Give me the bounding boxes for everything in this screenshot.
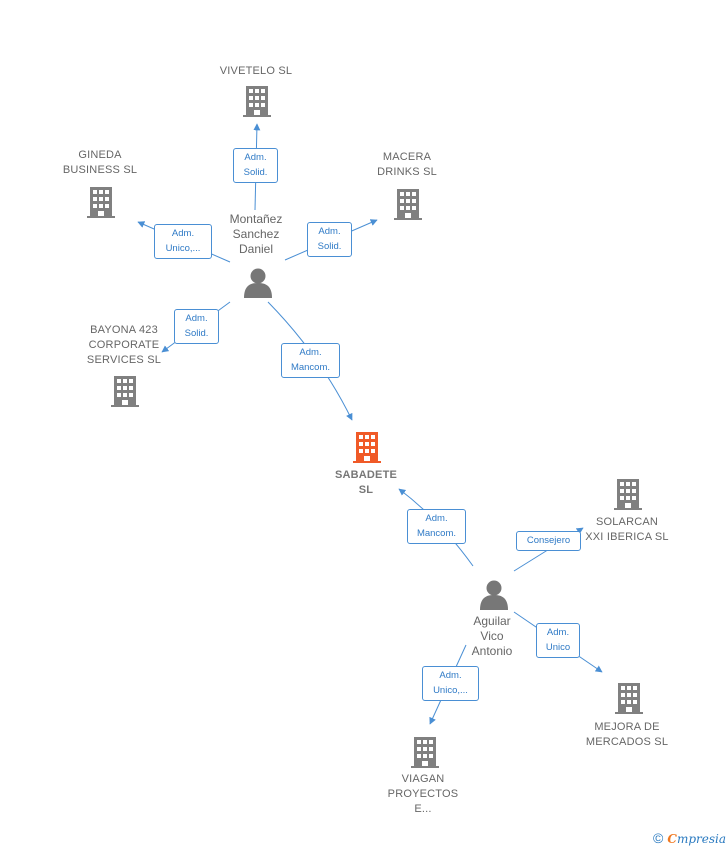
company-name-line: MACERA xyxy=(382,151,432,163)
role-line: Unico xyxy=(545,642,571,653)
role-line: Adm. xyxy=(425,513,448,524)
company-name-line: MEJORA DE xyxy=(594,721,660,733)
person-icon[interactable] xyxy=(244,268,272,299)
edge-label-aguilar-sabadete[interactable]: Adm. Mancom. xyxy=(407,509,466,544)
company-name-line: BUSINESS SL xyxy=(62,164,138,176)
edge-label-montanez-macera[interactable]: Adm. Solid. xyxy=(307,222,352,257)
company-name-line: PROYECTOS xyxy=(387,788,459,800)
person-label-montanez[interactable]: Montañez Sanchez Daniel xyxy=(206,212,306,257)
building-icon[interactable] xyxy=(394,189,422,220)
edge-label-aguilar-solarcan[interactable]: Consejero xyxy=(516,531,581,551)
company-name-line: BAYONA 423 xyxy=(90,324,158,336)
role-line: Adm. xyxy=(299,347,322,358)
role-line: Mancom. xyxy=(416,528,457,539)
brand-name: mpresia xyxy=(676,832,726,846)
person-name-line: Montañez xyxy=(229,212,283,226)
person-name-line: Daniel xyxy=(238,242,274,256)
footer-brand[interactable]: ©Cmpresia xyxy=(653,830,726,846)
company-label-viagan[interactable]: VIAGAN PROYECTOS E... xyxy=(363,772,483,817)
role-line: Unico,... xyxy=(165,243,201,254)
person-name-line: Vico xyxy=(480,629,504,643)
person-name-line: Antonio xyxy=(471,644,513,658)
company-name-line: SABADETE xyxy=(334,469,398,481)
company-label-bayona[interactable]: BAYONA 423 CORPORATE SERVICES SL xyxy=(64,323,184,368)
edge-label-montanez-vivetelo[interactable]: Adm. Solid. xyxy=(233,148,278,183)
role-line: Adm. xyxy=(244,152,267,163)
company-name-line: CORPORATE xyxy=(88,339,160,351)
company-name-line: DRINKS SL xyxy=(377,166,437,178)
company-name-line: XXI IBERICA SL xyxy=(585,531,669,543)
company-name-line: E... xyxy=(414,803,432,815)
building-icon[interactable] xyxy=(615,683,643,714)
role-line: Mancom. xyxy=(290,362,331,373)
company-label-gineda[interactable]: GINEDA BUSINESS SL xyxy=(40,148,160,178)
building-icon[interactable] xyxy=(411,737,439,768)
building-icon[interactable] xyxy=(614,479,642,510)
company-name-line: MERCADOS SL xyxy=(585,736,669,748)
building-icon[interactable] xyxy=(353,432,381,463)
company-name-line: GINEDA xyxy=(78,149,122,161)
building-icon[interactable] xyxy=(87,187,115,218)
edge-label-montanez-gineda[interactable]: Adm. Unico,... xyxy=(154,224,212,259)
company-label-macera[interactable]: MACERA DRINKS SL xyxy=(347,150,467,180)
role-line: Solid. xyxy=(243,167,268,178)
edge-label-montanez-bayona[interactable]: Adm. Solid. xyxy=(174,309,219,344)
company-name-line: SERVICES SL xyxy=(86,354,162,366)
person-label-aguilar[interactable]: Aguilar Vico Antonio xyxy=(442,614,542,659)
role-line: Adm. xyxy=(439,670,462,681)
company-name-line: VIAGAN xyxy=(401,773,445,785)
role-line: Adm. xyxy=(318,226,341,237)
company-name-line: SOLARCAN xyxy=(595,516,659,528)
role-line: Adm. xyxy=(171,228,195,239)
company-name: VIVETELO SL xyxy=(219,65,293,77)
role-line: Solid. xyxy=(184,328,209,339)
role-line: Solid. xyxy=(317,241,342,252)
role-line: Adm. xyxy=(546,627,570,638)
role-line: Adm. xyxy=(185,313,208,324)
edge-label-montanez-sabadete[interactable]: Adm. Mancom. xyxy=(281,343,340,378)
company-label-solarcan[interactable]: SOLARCAN XXI IBERICA SL xyxy=(567,515,687,545)
company-label-sabadete[interactable]: SABADETE SL xyxy=(306,468,426,498)
role-line: Consejero xyxy=(526,535,571,546)
company-label-mejora[interactable]: MEJORA DE MERCADOS SL xyxy=(567,720,687,750)
person-name-line: Aguilar xyxy=(473,614,511,628)
person-icon[interactable] xyxy=(480,580,508,611)
building-icon[interactable] xyxy=(243,86,271,117)
edge-label-aguilar-mejora[interactable]: Adm. Unico xyxy=(536,623,580,658)
edge-label-aguilar-viagan[interactable]: Adm. Unico,... xyxy=(422,666,479,701)
brand-initial: C xyxy=(667,832,677,846)
company-name-line: SL xyxy=(358,484,374,496)
building-icon[interactable] xyxy=(111,376,139,407)
person-name-line: Sanchez xyxy=(232,227,280,241)
copyright-icon: © xyxy=(653,830,664,846)
role-line: Unico,... xyxy=(433,685,468,696)
company-label-vivetelo[interactable]: VIVETELO SL xyxy=(196,64,316,79)
